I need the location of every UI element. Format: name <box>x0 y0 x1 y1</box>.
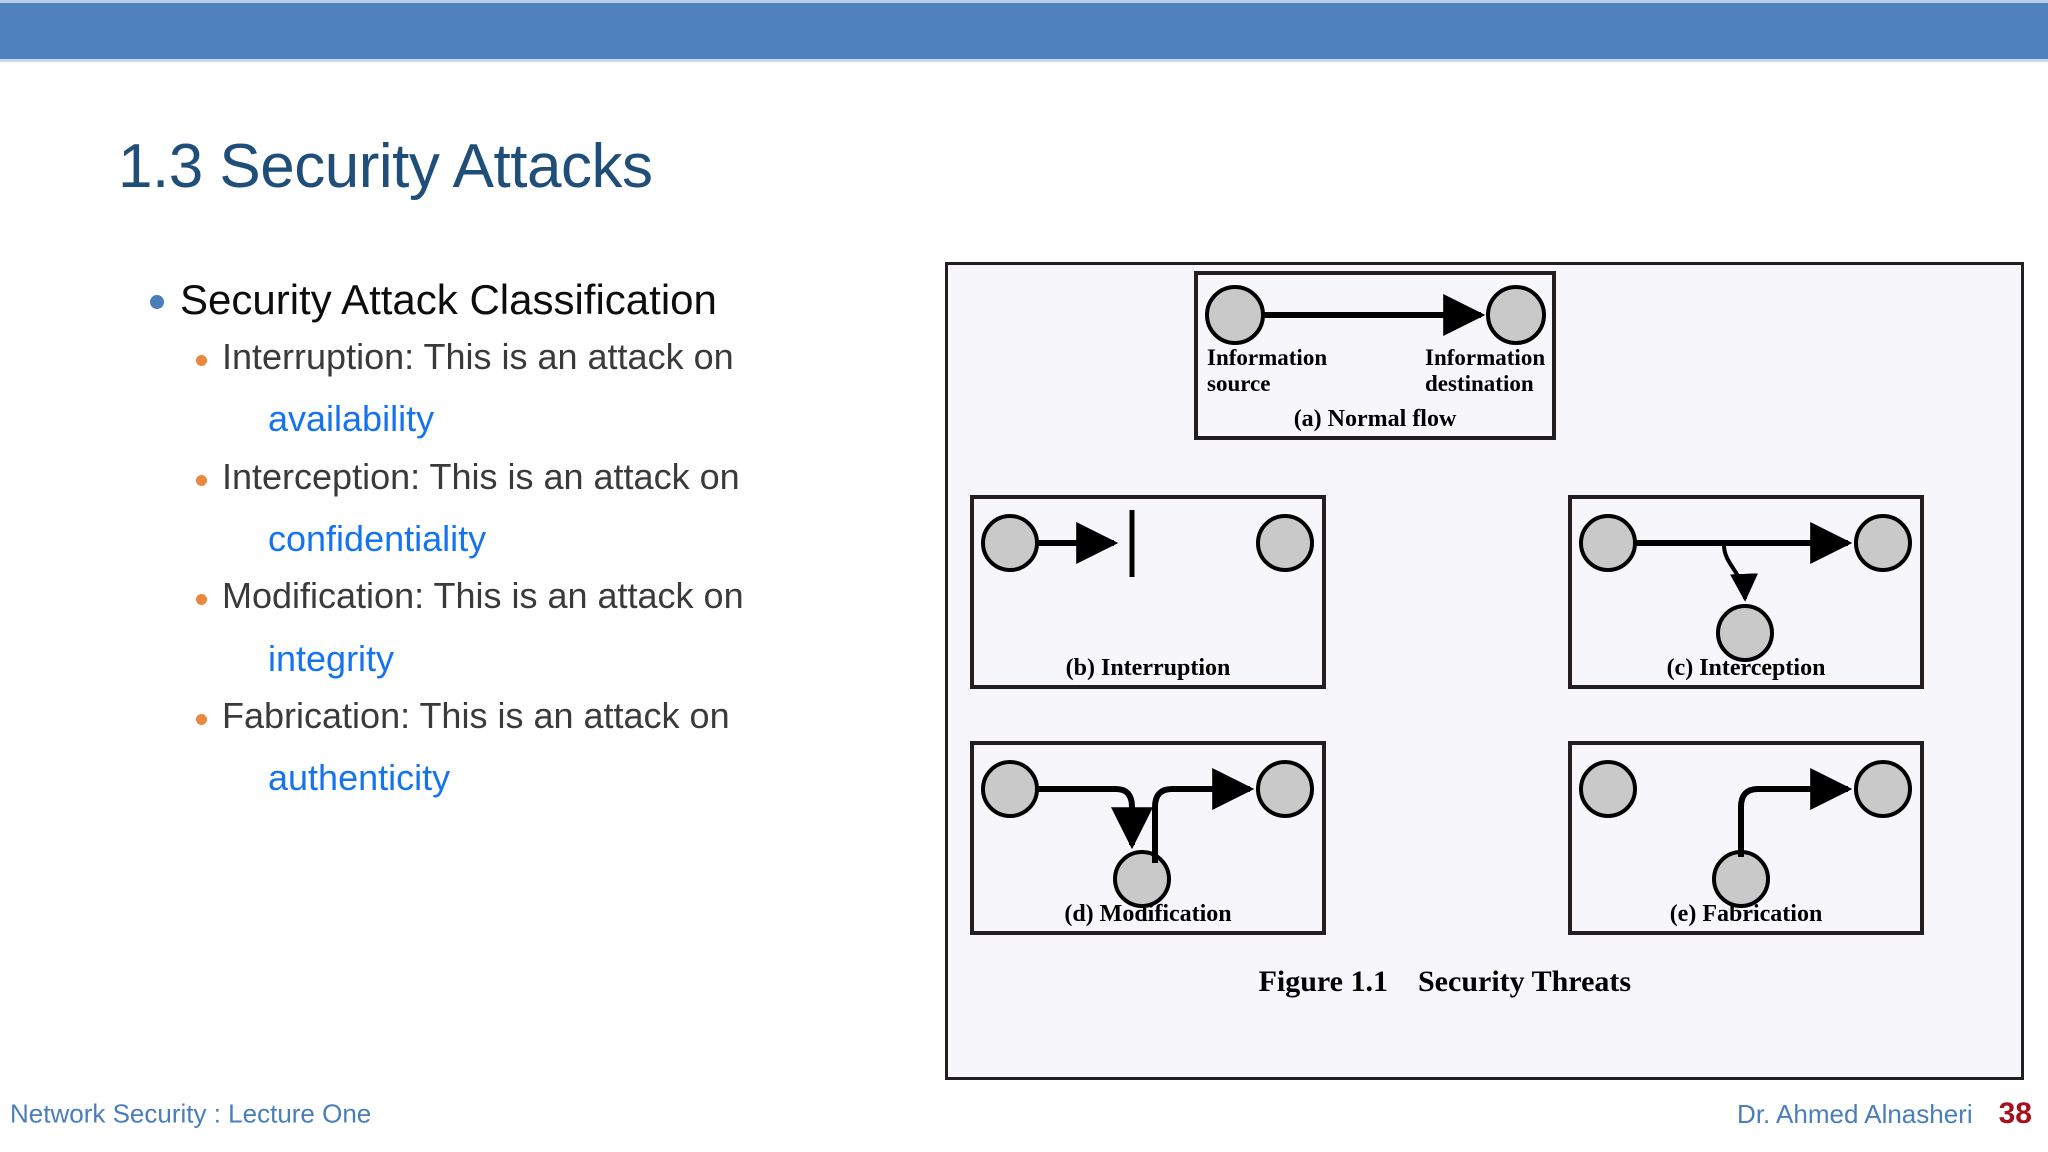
footer-right-group: Dr. Ahmed Alnasheri 38 <box>1737 1097 2032 1131</box>
page-number: 38 <box>1998 1097 2032 1130</box>
list-item: Fabrication: This is an attack on authen… <box>196 694 890 799</box>
security-threats-figure: Information source Information destinati… <box>945 262 2024 1080</box>
bullet-dot-icon <box>196 713 207 725</box>
bullet-list: Security Attack Classification Interrupt… <box>150 276 890 816</box>
figure-panel-a: Information source Information destinati… <box>1194 271 1556 440</box>
list-item-row: Fabrication: This is an attack on <box>196 694 890 736</box>
panel-a-dest-line1: Information <box>1425 345 1545 370</box>
footer-author-label: Dr. Ahmed Alnasheri <box>1737 1099 1973 1129</box>
bullet-dot-icon <box>196 474 207 486</box>
panel-e-label: (e) Fabrication <box>1670 901 1823 927</box>
figure-panel-e: (e) Fabrication <box>1568 741 1924 935</box>
panel-a-label: (a) Normal flow <box>1294 406 1457 432</box>
list-item-row: Modification: This is an attack on <box>196 575 890 617</box>
list-item: Interruption: This is an attack on avail… <box>196 336 890 440</box>
figure-panel-b: (b) Interruption <box>970 495 1326 689</box>
list-item: Modification: This is an attack on integ… <box>196 575 890 679</box>
list-item-label: Interception: This is an attack on <box>222 455 740 497</box>
figure-caption: Figure 1.1 Security Threats <box>1259 965 1631 998</box>
panel-b-label: (b) Interruption <box>1066 655 1231 681</box>
list-item-keyword: integrity <box>268 637 395 679</box>
panel-a-dest-line2: destination <box>1425 371 1534 396</box>
list-item-keyword: availability <box>268 398 435 440</box>
list-item-keyword: authenticity <box>268 757 451 799</box>
bullet-dot-icon <box>150 295 164 309</box>
panel-a-source-line1: Information <box>1207 345 1327 370</box>
figure-panel-d: (d) Modification <box>970 741 1326 935</box>
list-item-level1: Security Attack Classification <box>150 276 890 323</box>
list-item-label: Interruption: This is an attack on <box>222 336 734 378</box>
page-title: 1.3 Security Attacks <box>118 132 653 201</box>
list-item-level1-label: Security Attack Classification <box>180 276 717 323</box>
bullet-dot-icon <box>196 594 207 606</box>
slide-top-accent-band <box>0 0 2048 62</box>
list-item-label: Fabrication: This is an attack on <box>222 694 730 736</box>
footer-course-label: Network Security : Lecture One <box>10 1098 372 1129</box>
list-item-keyword: confidentiality <box>268 517 487 559</box>
panel-d-label: (d) Modification <box>1064 901 1231 927</box>
list-item-row: Interception: This is an attack on <box>196 455 890 497</box>
list-item-label: Modification: This is an attack on <box>222 575 744 617</box>
panel-c-label: (c) Interception <box>1667 655 1826 681</box>
figure-caption-title: Security Threats <box>1418 965 1631 998</box>
figure-caption-number: Figure 1.1 <box>1259 965 1388 998</box>
list-item-row: Interruption: This is an attack on <box>196 336 890 378</box>
list-item: Interception: This is an attack on confi… <box>196 455 890 560</box>
panel-a-source-line2: source <box>1207 371 1270 396</box>
bullet-dot-icon <box>196 355 207 367</box>
figure-panel-c: (c) Interception <box>1568 495 1924 689</box>
